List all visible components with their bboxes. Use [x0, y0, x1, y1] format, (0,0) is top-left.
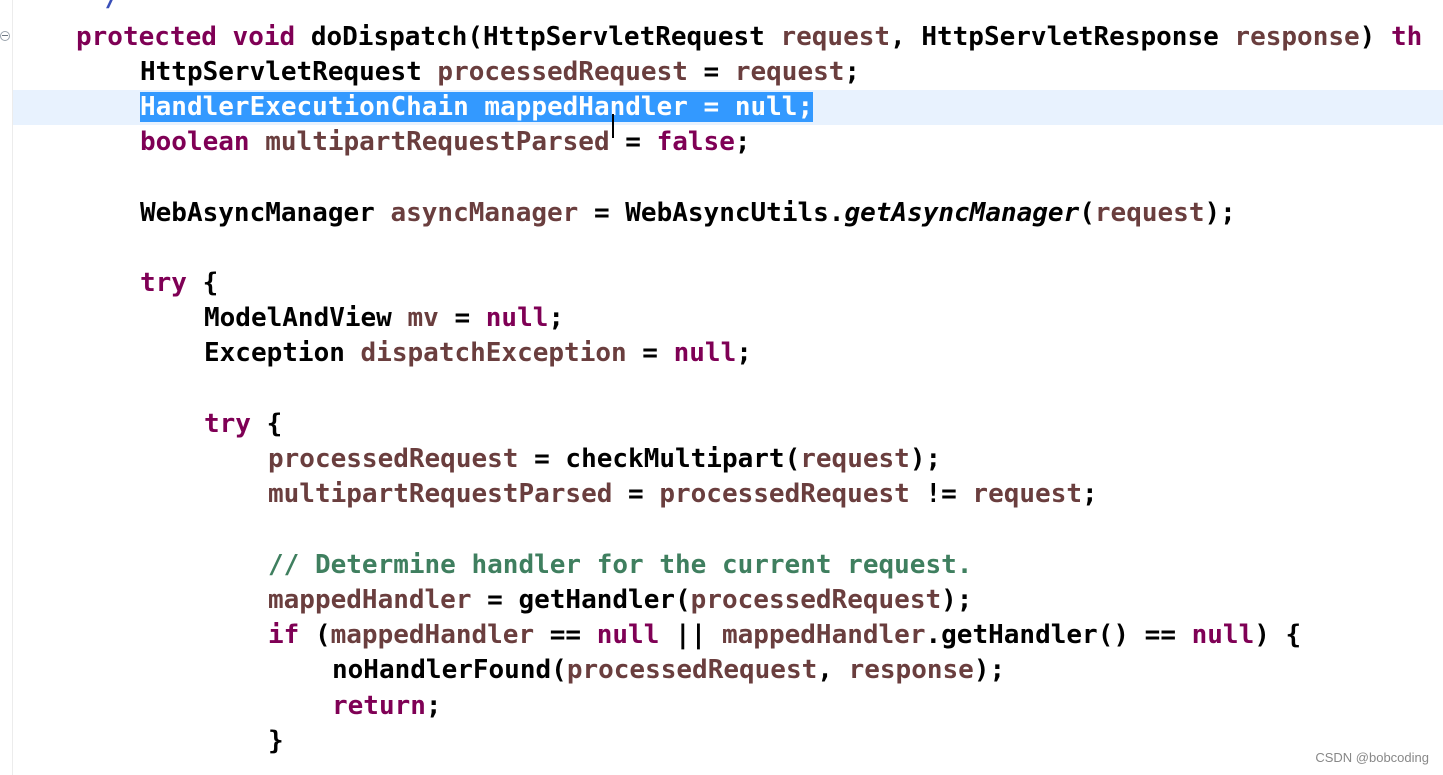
code-line-comment: // Determine handler for the current req…	[268, 550, 973, 580]
code-line: return;	[332, 691, 442, 721]
text-cursor	[612, 114, 614, 138]
code-line: WebAsyncManager asyncManager = WebAsyncU…	[140, 198, 1236, 228]
editor-gutter	[0, 0, 12, 775]
code-line-comment-end: */	[89, 0, 120, 16]
code-line: HttpServletRequest processedRequest = re…	[140, 57, 861, 87]
code-line: noHandlerFound(processedRequest, respons…	[332, 655, 1006, 685]
code-line: Exception dispatchException = null;	[204, 338, 752, 368]
code-line: }	[268, 726, 284, 756]
code-line: try {	[140, 268, 219, 298]
fold-collapse-icon[interactable]	[0, 31, 10, 41]
code-line: mappedHandler = getHandler(processedRequ…	[268, 585, 973, 615]
code-line: boolean multipartRequestParsed = false;	[140, 127, 751, 157]
code-line-method-signature: protected void doDispatch(HttpServletReq…	[76, 22, 1423, 52]
gutter-divider	[12, 0, 13, 775]
text-selection[interactable]: HandlerExecutionChain mappedHandler = nu…	[140, 92, 814, 122]
code-line: processedRequest = checkMultipart(reques…	[268, 444, 942, 474]
code-line: multipartRequestParsed = processedReques…	[268, 479, 1098, 509]
code-line: try {	[204, 409, 283, 439]
watermark: CSDN @bobcoding	[1315, 750, 1429, 765]
code-line-selected: HandlerExecutionChain mappedHandler = nu…	[140, 90, 814, 125]
code-line: if (mappedHandler == null || mappedHandl…	[268, 620, 1302, 650]
code-line: ModelAndView mv = null;	[204, 303, 565, 333]
